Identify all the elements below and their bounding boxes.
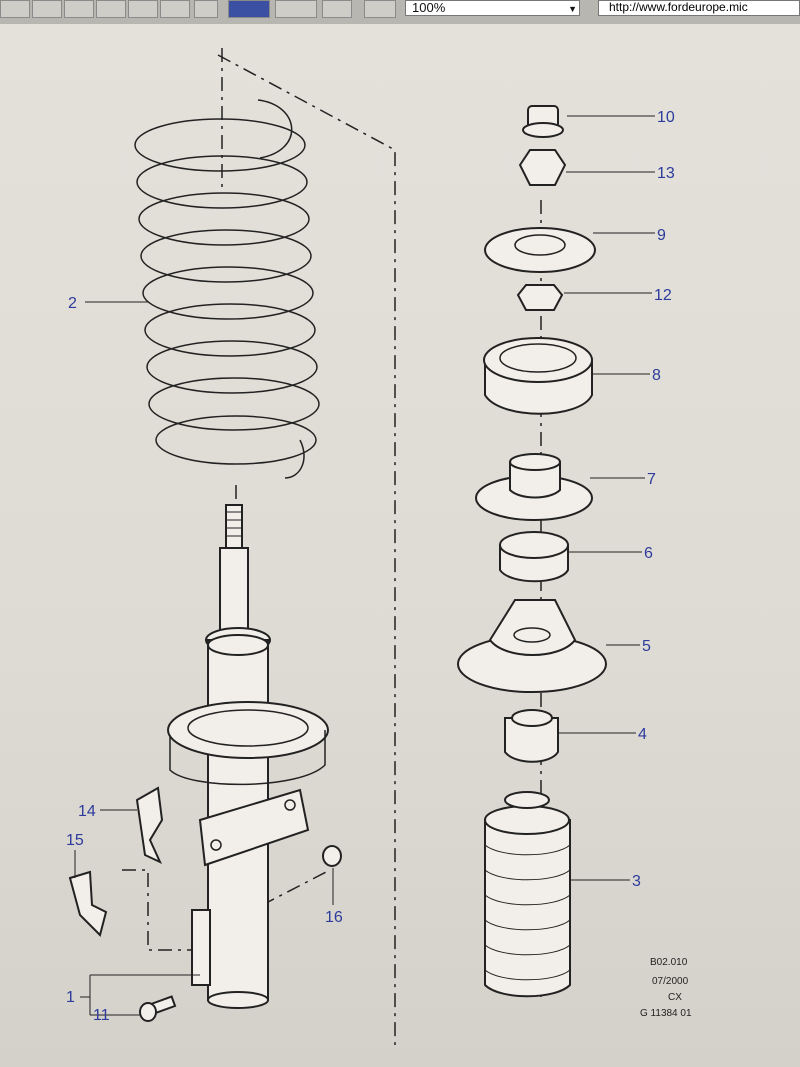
leader-lines xyxy=(74,115,655,1016)
browser-toolbar: 100% ▼ http://www.fordeurope.mic xyxy=(0,0,800,25)
bracket xyxy=(135,786,164,865)
parts-diagram: 10 13 9 12 8 7 6 5 4 3 2 14 15 16 1 11 B… xyxy=(0,24,800,1067)
callout-7: 7 xyxy=(647,471,656,488)
frame-line xyxy=(217,54,396,1045)
bushing xyxy=(499,531,569,583)
clip xyxy=(68,870,108,937)
toolbar-button[interactable] xyxy=(160,0,190,18)
callout-16: 16 xyxy=(325,909,343,926)
callout-2: 2 xyxy=(68,295,77,312)
spring-seat xyxy=(457,599,607,693)
callout-11: 11 xyxy=(93,1007,110,1024)
flag-icon[interactable] xyxy=(228,0,270,18)
toolbar-button[interactable] xyxy=(194,0,218,18)
callout-12: 12 xyxy=(654,287,672,304)
comment-icon[interactable] xyxy=(364,0,396,18)
callout-6: 6 xyxy=(644,545,653,562)
drawing-model: CX xyxy=(668,992,682,1003)
toolbar-button[interactable] xyxy=(0,0,30,18)
toolbar-button[interactable] xyxy=(64,0,94,18)
callout-8: 8 xyxy=(652,367,661,384)
address-bar[interactable]: http://www.fordeurope.mic xyxy=(598,0,800,16)
print-icon[interactable] xyxy=(128,0,158,18)
callout-1: 1 xyxy=(66,989,75,1006)
callout-3: 3 xyxy=(632,873,641,890)
bearing xyxy=(483,337,593,415)
callout-5: 5 xyxy=(642,638,651,655)
toolbar-button[interactable] xyxy=(322,0,352,18)
washer xyxy=(484,227,596,273)
callout-9: 9 xyxy=(657,227,666,244)
chevron-down-icon: ▼ xyxy=(568,4,577,14)
coil-spring xyxy=(134,99,320,479)
drawing-number: G 11384 01 xyxy=(640,1008,692,1019)
nut xyxy=(518,149,567,186)
zoom-value: 100% xyxy=(412,0,446,15)
callout-15: 15 xyxy=(66,832,84,849)
callout-4: 4 xyxy=(638,726,647,743)
upper-mount xyxy=(475,453,593,521)
pin xyxy=(322,845,342,867)
bolt xyxy=(139,995,177,1022)
strut-assembly xyxy=(167,504,329,1009)
bump-stop xyxy=(504,709,559,763)
nut xyxy=(516,284,564,311)
callout-10: 10 xyxy=(657,109,675,126)
cap xyxy=(522,105,564,138)
callout-14: 14 xyxy=(78,803,96,820)
callout-13: 13 xyxy=(657,165,675,182)
exploded-view-drawing: 10 13 9 12 8 7 6 5 4 3 2 14 15 16 1 11 B… xyxy=(66,48,692,1045)
dust-boot xyxy=(484,791,571,998)
zoom-select[interactable]: 100% ▼ xyxy=(405,0,580,16)
drawing-ref-code: B02.010 xyxy=(650,957,688,968)
frame-line xyxy=(122,869,205,951)
toolbar-button[interactable] xyxy=(96,0,126,18)
toolbar-button[interactable] xyxy=(32,0,62,18)
toolbar-button[interactable] xyxy=(275,0,317,18)
drawing-date: 07/2000 xyxy=(652,976,689,987)
